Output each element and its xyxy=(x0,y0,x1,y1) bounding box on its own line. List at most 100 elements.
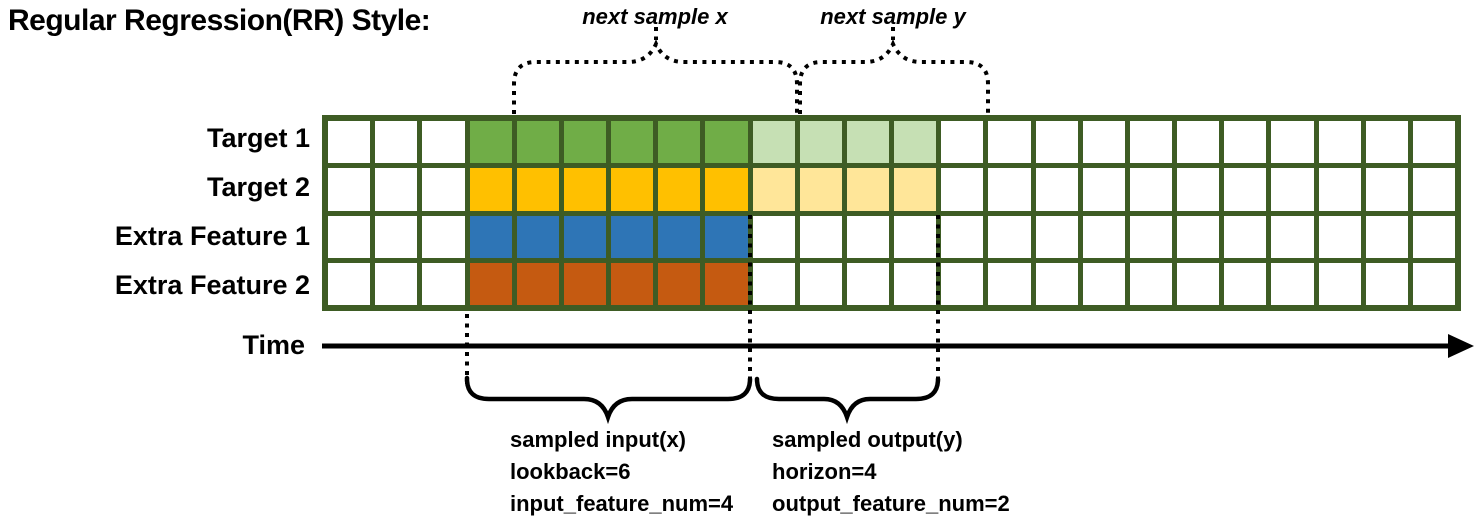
sampled-output-caption: sampled output(y) horizon=4 output_featu… xyxy=(772,424,1010,516)
sampled-input-caption: sampled input(x) lookback=6 input_featur… xyxy=(510,424,733,516)
time-axis-label: Time xyxy=(242,330,305,360)
grid-cell xyxy=(894,262,937,305)
grid-cell xyxy=(375,262,418,305)
grid-cell xyxy=(752,121,795,164)
grid-cell xyxy=(611,121,654,164)
grid-cell xyxy=(1318,168,1361,211)
grid-cell xyxy=(941,168,984,211)
grid-cell xyxy=(1035,121,1078,164)
grid-cell xyxy=(799,215,842,258)
grid-cell xyxy=(563,168,606,211)
grid-cell xyxy=(1412,168,1455,211)
horizon-line: horizon=4 xyxy=(772,459,877,484)
grid-cell xyxy=(1271,262,1314,305)
grid-cell xyxy=(1035,168,1078,211)
grid-cell xyxy=(1035,262,1078,305)
next-sample-x-brace xyxy=(512,39,799,114)
grid-cell xyxy=(422,168,465,211)
grid-cell xyxy=(469,121,512,164)
grid-cell xyxy=(1365,215,1408,258)
grid-cell xyxy=(846,168,889,211)
grid-cell xyxy=(1224,168,1267,211)
grid-cell xyxy=(988,121,1031,164)
grid-cell xyxy=(705,168,748,211)
grid-cell xyxy=(1412,215,1455,258)
grid-cell xyxy=(941,121,984,164)
grid-cell xyxy=(1318,215,1361,258)
grid-cell xyxy=(422,215,465,258)
grid-cell xyxy=(516,121,559,164)
grid-cell xyxy=(611,215,654,258)
grid-cell xyxy=(328,168,371,211)
grid-cell xyxy=(988,168,1031,211)
grid-cell xyxy=(1129,168,1172,211)
grid-cell xyxy=(1318,121,1361,164)
grid-cell xyxy=(799,168,842,211)
timeseries-grid xyxy=(322,115,1461,311)
grid-cell xyxy=(1224,262,1267,305)
grid-cell xyxy=(799,121,842,164)
grid-cell xyxy=(563,262,606,305)
sampled-output-brace xyxy=(754,376,941,425)
grid-cell xyxy=(658,121,701,164)
grid-cell xyxy=(941,215,984,258)
grid-cell xyxy=(1271,121,1314,164)
grid-cell xyxy=(1224,121,1267,164)
grid-cell xyxy=(752,215,795,258)
row-label-target-1: Target 1 xyxy=(206,123,310,153)
grid-cell xyxy=(328,262,371,305)
grid-cell xyxy=(516,215,559,258)
grid-cell xyxy=(1365,262,1408,305)
grid-cell xyxy=(658,168,701,211)
grid-cell xyxy=(1082,121,1125,164)
next-sample-y-brace xyxy=(798,39,990,114)
grid-cell xyxy=(752,262,795,305)
grid-cell xyxy=(375,215,418,258)
next-sample-x-label: next sample x xyxy=(582,4,728,29)
grid-cell xyxy=(1082,168,1125,211)
grid-cell xyxy=(375,121,418,164)
output-feature-num-line: output_feature_num=2 xyxy=(772,491,1010,516)
grid-cell xyxy=(894,215,937,258)
input-feature-num-line: input_feature_num=4 xyxy=(510,491,734,516)
grid-cell xyxy=(1177,215,1220,258)
grid-cell xyxy=(469,168,512,211)
grid-cell xyxy=(658,215,701,258)
grid-cell xyxy=(941,262,984,305)
grid-cell xyxy=(1365,121,1408,164)
time-axis-arrow xyxy=(322,334,1474,358)
grid-cell xyxy=(611,168,654,211)
grid-cell xyxy=(1177,262,1220,305)
grid-cell xyxy=(988,262,1031,305)
grid-cell xyxy=(516,168,559,211)
grid-cell xyxy=(705,121,748,164)
grid-cell xyxy=(988,215,1031,258)
grid-cell xyxy=(1271,168,1314,211)
row-label-extra-feature-2: Extra Feature 2 xyxy=(114,270,310,300)
grid-cell xyxy=(846,262,889,305)
grid-cell xyxy=(516,262,559,305)
grid-cell xyxy=(1365,168,1408,211)
diagram-title: Regular Regression(RR) Style: xyxy=(8,4,431,37)
grid-cell xyxy=(846,215,889,258)
sampled-input-brace xyxy=(464,375,753,425)
grid-cell xyxy=(1224,215,1267,258)
grid-cell xyxy=(705,262,748,305)
grid-cell xyxy=(1412,262,1455,305)
grid-cell xyxy=(752,168,795,211)
grid-cell xyxy=(422,121,465,164)
grid-cell xyxy=(469,262,512,305)
grid-cell xyxy=(1177,168,1220,211)
grid-cell xyxy=(328,121,371,164)
lookback-line: lookback=6 xyxy=(510,459,631,484)
grid-cell xyxy=(1082,215,1125,258)
grid-cell xyxy=(1035,215,1078,258)
grid-cell xyxy=(563,121,606,164)
row-label-extra-feature-1: Extra Feature 1 xyxy=(114,221,310,251)
grid-cell xyxy=(328,215,371,258)
grid-cell xyxy=(1129,121,1172,164)
grid-cell xyxy=(894,121,937,164)
grid-cell xyxy=(375,168,418,211)
grid-cell xyxy=(422,262,465,305)
